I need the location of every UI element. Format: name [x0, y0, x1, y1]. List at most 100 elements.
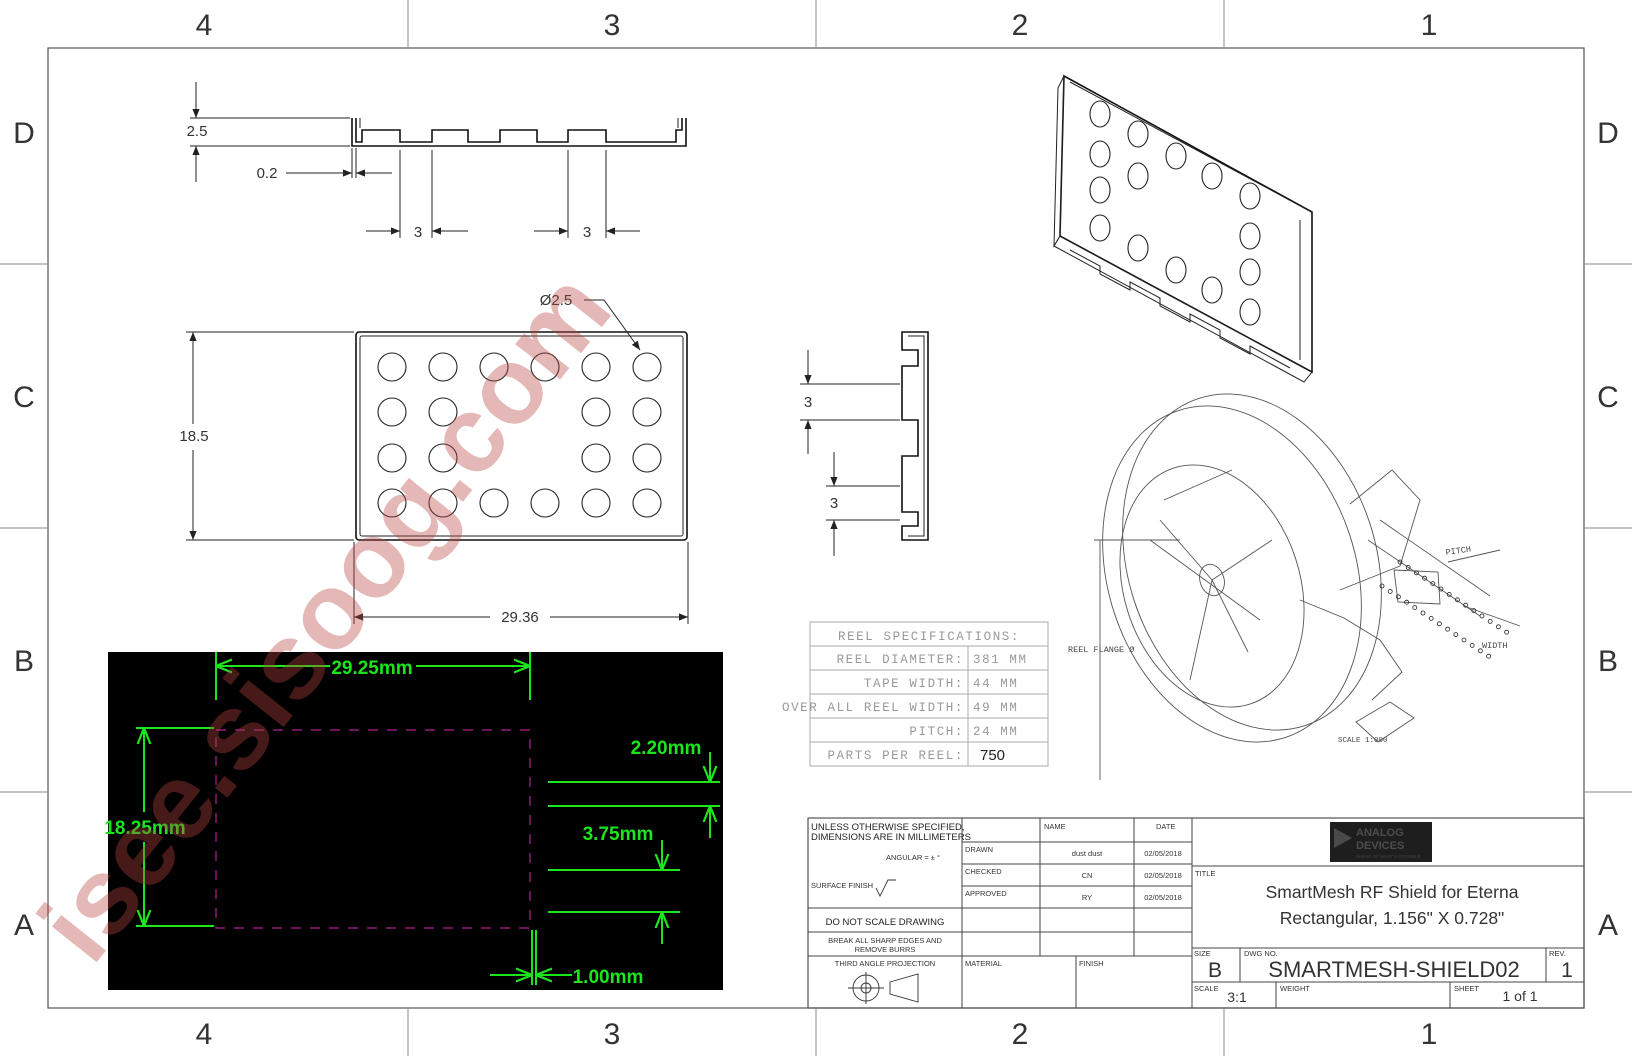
tb-checked-label: CHECKED: [965, 867, 1002, 876]
hole: [428, 397, 458, 427]
tape-hole: [1420, 610, 1426, 616]
reel-spec-label-diameter: REEL DIAMETER:: [837, 653, 964, 667]
hole: [377, 443, 407, 473]
tb-date-header: DATE: [1156, 822, 1175, 831]
tape-hole: [1496, 624, 1501, 630]
reel-spec-label-tape-width: TAPE WIDTH:: [864, 677, 964, 691]
hole: [479, 352, 509, 382]
tb-drawn-label: DRAWN: [965, 845, 993, 854]
hole: [581, 397, 611, 427]
tape-hole: [1504, 629, 1509, 635]
tape-hole: [1430, 581, 1436, 586]
title-block: UNLESS OTHERWISE SPECIFIED, DIMENSIONS A…: [807, 817, 1585, 1009]
isometric-hole: [1127, 162, 1149, 190]
hole: [377, 352, 407, 382]
isometric-hole: [1089, 100, 1111, 128]
isometric-hole: [1089, 140, 1111, 168]
hole: [581, 352, 611, 382]
top-view-thickness-dim: 0.2: [257, 165, 278, 182]
reel-spec-title: REEL SPECIFICATIONS:: [838, 630, 1020, 644]
tape-hole: [1463, 602, 1468, 608]
tb-dwg-label: DWG NO.: [1244, 949, 1278, 958]
tb-do-not-scale: DO NOT SCALE DRAWING: [826, 917, 945, 928]
isometric-hole: [1201, 276, 1223, 304]
tb-sheet-value: 1 of 1: [1502, 988, 1537, 1004]
tb-rev-label: REV.: [1549, 949, 1566, 958]
tape-hole: [1379, 583, 1385, 589]
side-view-dim-2: 3: [830, 495, 838, 512]
reel-spec-label-pitch: PITCH:: [909, 725, 964, 739]
reel-spec-label-overall-width: OVER ALL REEL WIDTH:: [782, 701, 964, 715]
reel-spec-value-diameter: 381 MM: [973, 653, 1028, 667]
tape-hole: [1414, 570, 1419, 576]
tape-hole: [1471, 608, 1477, 613]
tb-approved-name: RY: [1082, 893, 1092, 902]
tb-projection: THIRD ANGLE PROJECTION: [835, 959, 935, 968]
tb-approved-date: 02/05/2018: [1144, 893, 1182, 902]
zone-col-bottom-3: 3: [604, 1018, 621, 1051]
isometric-hole-pattern: [1089, 100, 1261, 326]
logo-triangle-icon: [1334, 828, 1352, 848]
tb-break-edges-2: REMOVE BURRS: [855, 945, 916, 954]
isometric-hole: [1165, 256, 1187, 284]
zone-row-right-a: A: [1598, 909, 1618, 942]
reel-spec-label-parts: PARTS PER REEL:: [827, 749, 964, 763]
plan-view: Ø2.5 18.5 29.36: [179, 292, 689, 626]
side-view-dim-1: 3: [804, 394, 812, 411]
tb-checked-date: 02/05/2018: [1144, 871, 1182, 880]
logo-tagline: AHEAD OF WHAT'S POSSIBLE: [1356, 854, 1421, 859]
surface-finish-symbol-icon: [875, 879, 896, 898]
tb-size-value: B: [1208, 959, 1222, 982]
tape-hole: [1453, 632, 1459, 637]
isometric-hole: [1165, 142, 1187, 170]
hole: [377, 397, 407, 427]
zone-col-bottom-1: 1: [1421, 1018, 1438, 1051]
footprint-width-dim: 29.25mm: [331, 658, 412, 679]
reel-width-label: WIDTH: [1482, 641, 1508, 651]
isometric-hole: [1089, 176, 1111, 204]
isometric-view: [1053, 74, 1313, 383]
reel-spec-value-tape-width: 44 MM: [973, 677, 1019, 691]
hole-pattern: [377, 352, 662, 518]
tb-title-line1: SmartMesh RF Shield for Eterna: [1266, 882, 1519, 902]
hole: [428, 488, 458, 518]
tape-hole: [1387, 589, 1393, 594]
isometric-hole: [1089, 214, 1111, 242]
tb-break-edges-1: BREAK ALL SHARP EDGES AND: [828, 936, 942, 945]
tape-hole: [1396, 594, 1401, 600]
tb-drawn-date: 02/05/2018: [1144, 849, 1182, 858]
reel-tape-holes: [1379, 559, 1509, 659]
tb-material-label: MATERIAL: [965, 959, 1002, 968]
tb-surface-finish: SURFACE FINISH: [811, 881, 873, 890]
isometric-hole: [1127, 234, 1149, 262]
isometric-hole: [1239, 258, 1261, 286]
reel-flange-label: REEL FLANGE Ø: [1068, 645, 1134, 655]
top-view-slot-dim-2: 3: [583, 224, 591, 241]
tape-hole: [1438, 586, 1444, 592]
zone-col-top-2: 2: [1012, 9, 1029, 42]
tape-hole: [1446, 592, 1452, 597]
plan-view-width-dim: 29.36: [501, 609, 539, 626]
top-view: 2.5 0.2 3 3: [187, 82, 687, 241]
logo-line2: DEVICES: [1356, 840, 1404, 852]
hole: [428, 443, 458, 473]
reel-illustration: [1094, 393, 1521, 780]
tb-drawn-name: dust dust: [1072, 849, 1103, 858]
reel-spec-value-overall-width: 49 MM: [973, 701, 1019, 715]
zone-col-top-1: 1: [1421, 9, 1438, 42]
tb-scale-label: SCALE: [1194, 984, 1219, 993]
isometric-hole: [1239, 298, 1261, 326]
footprint-dim-a: 2.20mm: [631, 738, 702, 759]
zone-row-left-d: D: [13, 117, 35, 150]
hole: [581, 443, 611, 473]
reel-spec-value-pitch: 24 MM: [973, 725, 1019, 739]
zone-col-bottom-2: 2: [1012, 1018, 1029, 1051]
hole: [632, 488, 662, 518]
tape-hole: [1437, 621, 1442, 627]
tape-hole: [1412, 605, 1418, 610]
logo-line1: ANALOG: [1356, 827, 1404, 839]
hole: [479, 488, 509, 518]
zone-col-top-4: 4: [196, 9, 213, 42]
tb-name-header: NAME: [1044, 822, 1066, 831]
